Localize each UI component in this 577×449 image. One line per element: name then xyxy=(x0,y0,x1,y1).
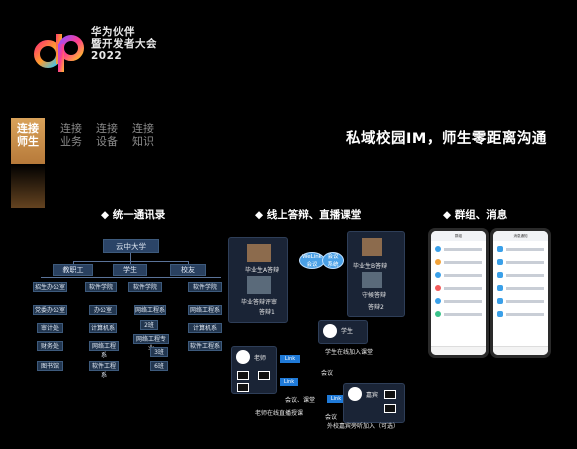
meet-label-2: 会议 xyxy=(325,414,338,421)
org-alumni[interactable]: 校友 xyxy=(170,264,206,276)
guest-caption: 外校嘉宾旁听加入（可选） xyxy=(327,423,400,430)
student-photo xyxy=(247,244,271,262)
org-node[interactable]: 财务处 xyxy=(37,341,63,351)
meeting-cloud: 会议 系统 xyxy=(322,252,344,269)
defense-card-2: 毕业生B答辩 守候答辩 答辩2 xyxy=(347,231,405,317)
live-diagram: 毕业生A答辩 毕业答辩评审 答辩1 WeLink 会议 会议 系统 毕业生B答辩… xyxy=(225,225,415,435)
card2-sub: 守候答辩 xyxy=(362,292,387,299)
card1-room: 答辩1 xyxy=(259,309,275,316)
org-node[interactable]: 软件学院 xyxy=(188,282,222,292)
join-label: 会议、课堂 xyxy=(285,397,316,404)
org-node[interactable]: 3班 xyxy=(150,347,168,357)
feature-tabs: 连接 师生 连接 业务 连接 设备 连接 知识 xyxy=(11,118,161,164)
teacher-terminal: Link xyxy=(280,355,300,363)
org-node[interactable]: 6班 xyxy=(150,361,168,371)
section-title-directory: ◆ 统一通讯录 xyxy=(101,209,166,221)
tab-connect-devices[interactable]: 连接 设备 xyxy=(96,122,118,148)
card2-title: 毕业生B答辩 xyxy=(353,263,388,270)
section-title-live: ◆ 线上答辩、直播课堂 xyxy=(255,209,362,221)
org-node[interactable]: 计算机系 xyxy=(188,323,222,333)
phone-messages: 消息通知 xyxy=(490,228,551,358)
org-node[interactable]: 招生办公室 xyxy=(33,282,67,292)
event-name: 华为伙伴 暨开发者大会 2022 xyxy=(91,26,157,62)
student-photo xyxy=(362,238,382,256)
org-node[interactable]: 2班 xyxy=(140,320,158,330)
org-node[interactable]: 网络工程专业 xyxy=(133,334,169,352)
org-node[interactable]: 软件工程系 xyxy=(188,341,222,351)
event-line1: 华为伙伴 xyxy=(91,26,135,38)
org-node[interactable]: 党委办公室 xyxy=(33,305,67,315)
welink-cloud: WeLink 会议 xyxy=(299,252,325,269)
tab-connect-teachers[interactable]: 连接 师生 xyxy=(11,118,45,164)
student-caption: 学生在线加入课堂 xyxy=(325,349,374,356)
classroom-terminal: Link xyxy=(280,378,298,386)
org-node[interactable]: 计算机系 xyxy=(89,323,117,333)
event-year: 2022 xyxy=(91,50,123,62)
org-staff[interactable]: 教职工 xyxy=(53,264,93,276)
guest-card: 嘉宾 xyxy=(343,383,405,423)
org-chart: 云中大学 教职工 学生 校友 招生办公室 党委办公室 审计处 财务处 图书馆 软… xyxy=(33,230,233,380)
tab-connect-business[interactable]: 连接 业务 xyxy=(60,122,82,148)
org-node[interactable]: 网络工程系 xyxy=(134,305,166,315)
org-node[interactable]: 软件学院 xyxy=(128,282,162,292)
org-node[interactable]: 软件工程系 xyxy=(89,361,119,379)
org-node[interactable]: 网络工程系 xyxy=(188,305,222,315)
tab-connect-knowledge[interactable]: 连接 知识 xyxy=(132,122,154,148)
page-title: 私域校园IM，师生零距离沟通 xyxy=(346,131,547,147)
panel-photo xyxy=(247,276,271,294)
meet-label: 会议 xyxy=(321,370,334,377)
phone-groups-title: 群组 xyxy=(431,231,486,241)
teacher-label: 老师 xyxy=(254,355,267,362)
card1-sub: 毕业答辩评审 xyxy=(241,299,278,306)
card2-room: 答辩2 xyxy=(368,304,384,311)
org-node[interactable]: 网络工程系 xyxy=(89,341,119,359)
tab-reflection xyxy=(11,164,45,208)
org-node[interactable]: 办公室 xyxy=(89,305,117,315)
org-root[interactable]: 云中大学 xyxy=(103,239,159,253)
student-label: 学生 xyxy=(341,328,354,335)
org-node[interactable]: 软件学院 xyxy=(85,282,117,292)
org-node[interactable]: 审计处 xyxy=(37,323,63,333)
teacher-caption: 老师在线直播授课 xyxy=(255,410,304,417)
card1-title: 毕业生A答辩 xyxy=(245,267,280,274)
phone-messages-title: 消息通知 xyxy=(493,231,548,241)
teacher-card: 老师 xyxy=(231,346,277,394)
panel-photo xyxy=(362,272,382,288)
defense-card-1: 毕业生A答辩 毕业答辩评审 答辩1 xyxy=(228,237,288,323)
phone-groups: 群组 xyxy=(428,228,489,358)
meeting-terminal: Link xyxy=(327,395,345,403)
guest-label: 嘉宾 xyxy=(366,392,379,399)
section-title-groups: ◆ 群组、消息 xyxy=(443,209,508,221)
event-logo xyxy=(34,34,84,72)
org-node[interactable]: 图书馆 xyxy=(37,361,63,371)
org-students[interactable]: 学生 xyxy=(113,264,147,276)
event-line2: 暨开发者大会 xyxy=(91,38,157,50)
student-card: 学生 xyxy=(318,320,368,344)
